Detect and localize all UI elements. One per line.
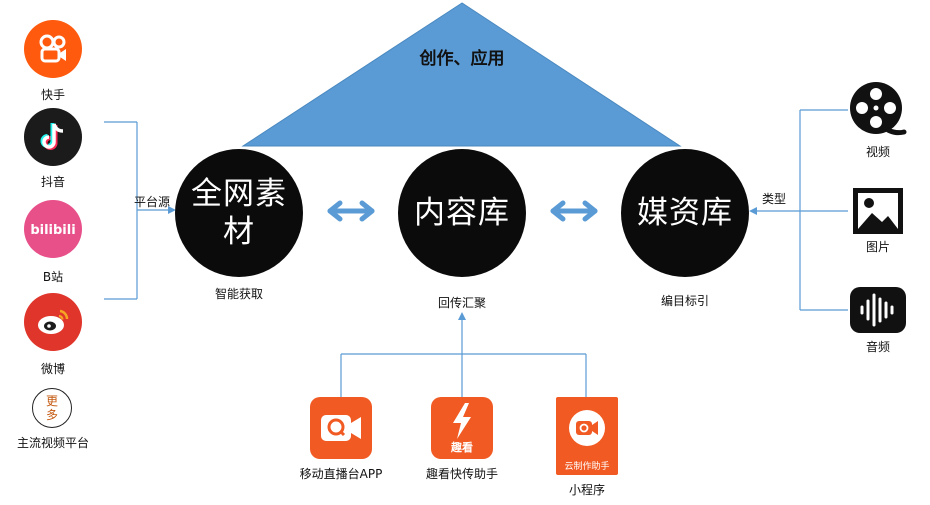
left-source-connector [104, 121, 170, 300]
type-label-video: 视频 [865, 145, 891, 159]
node-media-caption: 编目标引 [660, 294, 710, 308]
right-connector-arrowhead [749, 207, 757, 215]
node-all-web: 全网素材 [175, 149, 303, 277]
source-label-douyin: 抖音 [40, 175, 66, 189]
type-label-audio: 音频 [865, 340, 891, 354]
bottom-connector-arrowhead [458, 312, 466, 320]
node-content-caption: 回传汇聚 [437, 296, 487, 310]
right-edge-label: 类型 [762, 192, 787, 206]
tool-label-mini-program: 小程序 [568, 483, 606, 497]
node-media: 媒资库 [621, 149, 749, 277]
qukan-badge: 趣看 [451, 441, 473, 454]
audio-wave-icon [850, 287, 906, 333]
type-label-picture: 图片 [865, 240, 891, 254]
double-arrow-left [327, 200, 375, 222]
node-all-web-label: 全网素材 [191, 176, 287, 250]
node-content: 内容库 [398, 149, 526, 277]
weibo-icon [24, 293, 82, 351]
mini-program-badge: 云制作助手 [564, 462, 610, 472]
node-media-label: 媒资库 [637, 195, 733, 231]
more-platforms-icon: 更多 [32, 388, 72, 428]
mini-program-icon: 云制作助手 [556, 397, 618, 475]
bilibili-icon: bilibili [24, 200, 82, 258]
picture-icon [852, 187, 904, 235]
apex-label: 创作、应用 [419, 49, 505, 69]
svg-text:bilibili: bilibili [31, 223, 75, 238]
right-type-connector [755, 109, 848, 311]
left-edge-label: 平台源 [134, 195, 171, 209]
double-arrow-right [550, 200, 598, 222]
more-platforms-label: 主流视频平台 [16, 436, 90, 450]
source-label-bilibili: B站 [42, 270, 64, 284]
tool-label-live-app: 移动直播台APP [299, 467, 383, 481]
more-platforms-text: 更多 [45, 394, 58, 422]
left-connector-arrowhead [168, 206, 176, 214]
live-app-icon [310, 397, 372, 459]
bottom-tool-connector [340, 318, 587, 397]
tool-label-qukan: 趣看快传助手 [425, 467, 499, 481]
node-all-web-caption: 智能获取 [214, 287, 264, 301]
qukan-icon: 趣看 [431, 397, 493, 459]
source-label-weibo: 微博 [40, 362, 66, 376]
node-content-label: 内容库 [414, 195, 510, 231]
video-reel-icon [848, 80, 908, 140]
douyin-icon [24, 108, 82, 166]
kuaishou-icon [24, 20, 82, 78]
apex-triangle [241, 2, 682, 147]
source-label-kuaishou: 快手 [40, 88, 66, 102]
